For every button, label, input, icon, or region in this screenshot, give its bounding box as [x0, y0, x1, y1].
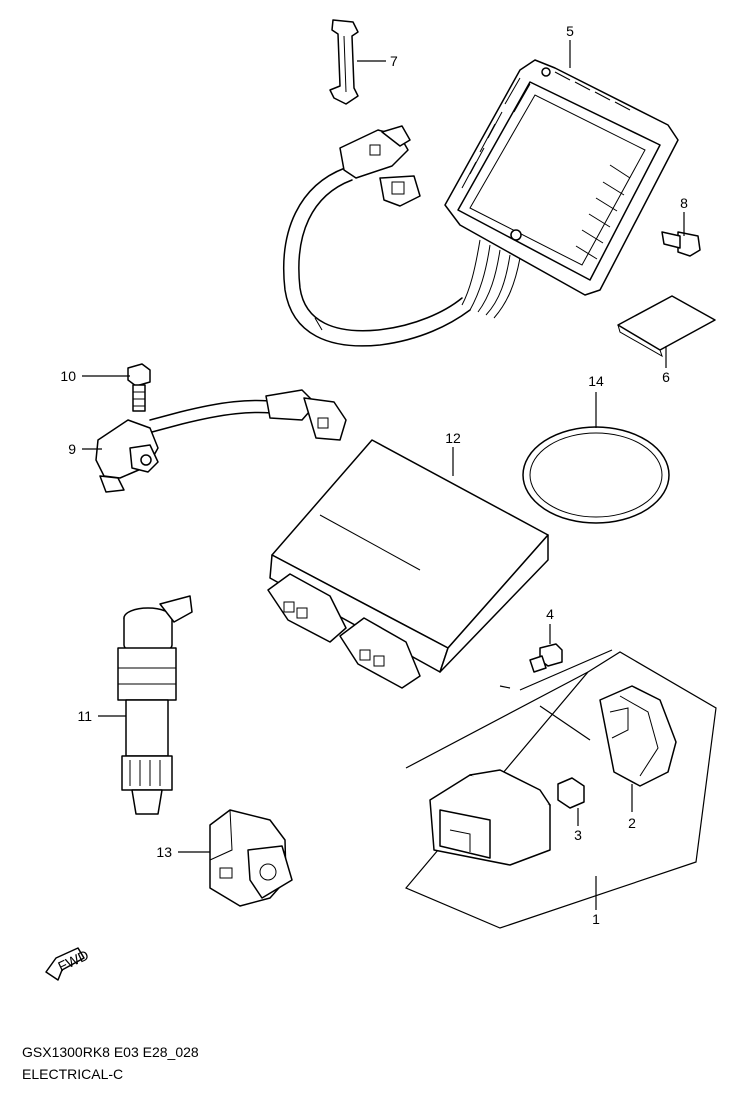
- callout-12: 12: [445, 430, 461, 446]
- callout-5: 5: [566, 23, 574, 39]
- part-8-bolt[interactable]: [661, 231, 701, 257]
- fwd-arrow-icon: FWD: [45, 947, 91, 981]
- part-5-regulator[interactable]: [444, 59, 679, 319]
- part-12-ecu[interactable]: [267, 439, 549, 689]
- callout-1: 1: [592, 911, 600, 927]
- part-7-bracket[interactable]: [329, 19, 359, 105]
- part-14-o-ring[interactable]: [522, 426, 670, 524]
- leader-lines: [82, 40, 685, 910]
- diagram-section: ELECTRICAL-C: [22, 1066, 124, 1082]
- callout-2: 2: [628, 815, 636, 831]
- callout-6: 6: [662, 369, 670, 385]
- callouts: 5 7 8 6 10 14 12 9 4 11 2 3 13 1: [60, 23, 688, 927]
- part-1-relay-assembly[interactable]: [405, 649, 717, 929]
- callout-11: 11: [77, 708, 92, 724]
- callout-4: 4: [546, 606, 554, 622]
- part-6-pad[interactable]: [617, 295, 716, 358]
- callout-13: 13: [156, 844, 172, 860]
- part-4-bolt[interactable]: [529, 643, 563, 673]
- callout-7: 7: [390, 53, 398, 69]
- callout-14: 14: [588, 373, 604, 389]
- diagram-code: GSX1300RK8 E03 E28_028: [22, 1044, 199, 1060]
- callout-8: 8: [680, 195, 688, 211]
- part-harness-wire[interactable]: [283, 125, 471, 347]
- part-9-sensor[interactable]: [95, 389, 347, 493]
- callout-9: 9: [68, 441, 76, 457]
- callout-10: 10: [60, 368, 76, 384]
- fwd-label: FWD: [55, 947, 91, 975]
- part-13-connector[interactable]: [209, 809, 293, 907]
- part-11-ignition-coil[interactable]: [117, 595, 193, 815]
- callout-3: 3: [574, 827, 582, 843]
- part-10-bolt[interactable]: [127, 363, 151, 412]
